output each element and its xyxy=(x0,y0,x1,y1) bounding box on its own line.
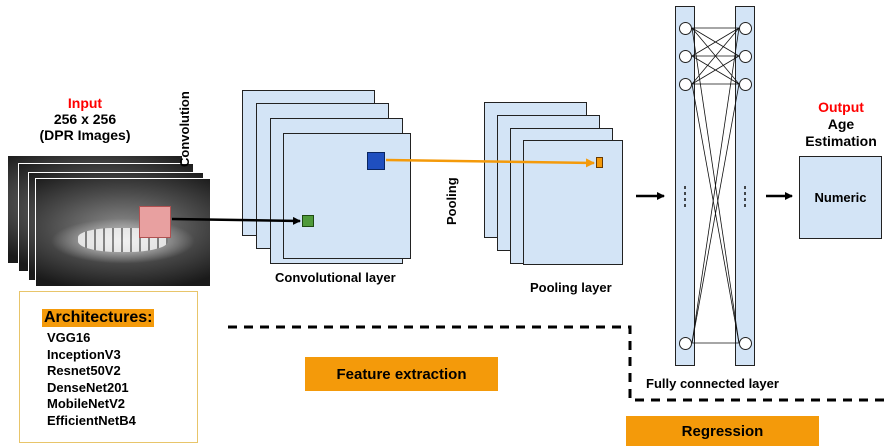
output-title: Output xyxy=(818,99,864,115)
architecture-item: DenseNet201 xyxy=(47,379,129,395)
architecture-item: InceptionV3 xyxy=(47,346,121,362)
pool-cell-orange xyxy=(596,157,603,168)
architecture-item: MobileNetV2 xyxy=(47,396,126,411)
conv-side-label: Convolution xyxy=(177,91,192,167)
architectures-list: VGG16 InceptionV3 Resnet50V2 DenseNet201… xyxy=(47,330,136,429)
conv-kernel-blue xyxy=(367,152,385,170)
pool-map-4 xyxy=(523,140,623,265)
pool-bottom-label: Pooling layer xyxy=(530,280,612,295)
output-box: Numeric xyxy=(799,156,882,239)
fc-node xyxy=(679,78,692,91)
output-box-label: Numeric xyxy=(814,190,867,205)
input-patch xyxy=(139,206,171,238)
fc-node xyxy=(679,50,692,63)
feature-extraction-label: Feature extraction xyxy=(305,357,498,391)
conv-map-4 xyxy=(283,133,411,259)
architectures-box: Architectures: VGG16 InceptionV3 Resnet5… xyxy=(19,291,198,443)
architecture-item: Resnet50V2 xyxy=(47,363,121,378)
architecture-item: VGG16 xyxy=(47,330,91,345)
output-line1: Age xyxy=(827,116,855,132)
fc-node xyxy=(739,22,752,35)
fc-node xyxy=(739,78,752,91)
conv-bottom-label: Convolutional layer xyxy=(275,270,396,285)
input-desc: (DPR Images) xyxy=(39,127,131,143)
architectures-title: Architectures: xyxy=(42,309,155,327)
fc-connections xyxy=(691,27,740,344)
fc-node xyxy=(739,337,752,350)
input-size: 256 x 256 xyxy=(53,111,117,127)
dpr-image-4 xyxy=(35,178,211,287)
regression-label: Regression xyxy=(626,416,819,446)
output-line2: Estimation xyxy=(805,133,877,149)
architecture-item: EfficientNetB4 xyxy=(47,412,136,428)
conv-kernel-green xyxy=(302,215,314,227)
fc-bottom-label: Fully connected layer xyxy=(646,376,779,391)
fc-node xyxy=(739,50,752,63)
input-title: Input xyxy=(67,95,103,111)
fc-node xyxy=(679,337,692,350)
fc-node xyxy=(679,22,692,35)
pool-side-label: Pooling xyxy=(444,177,459,225)
